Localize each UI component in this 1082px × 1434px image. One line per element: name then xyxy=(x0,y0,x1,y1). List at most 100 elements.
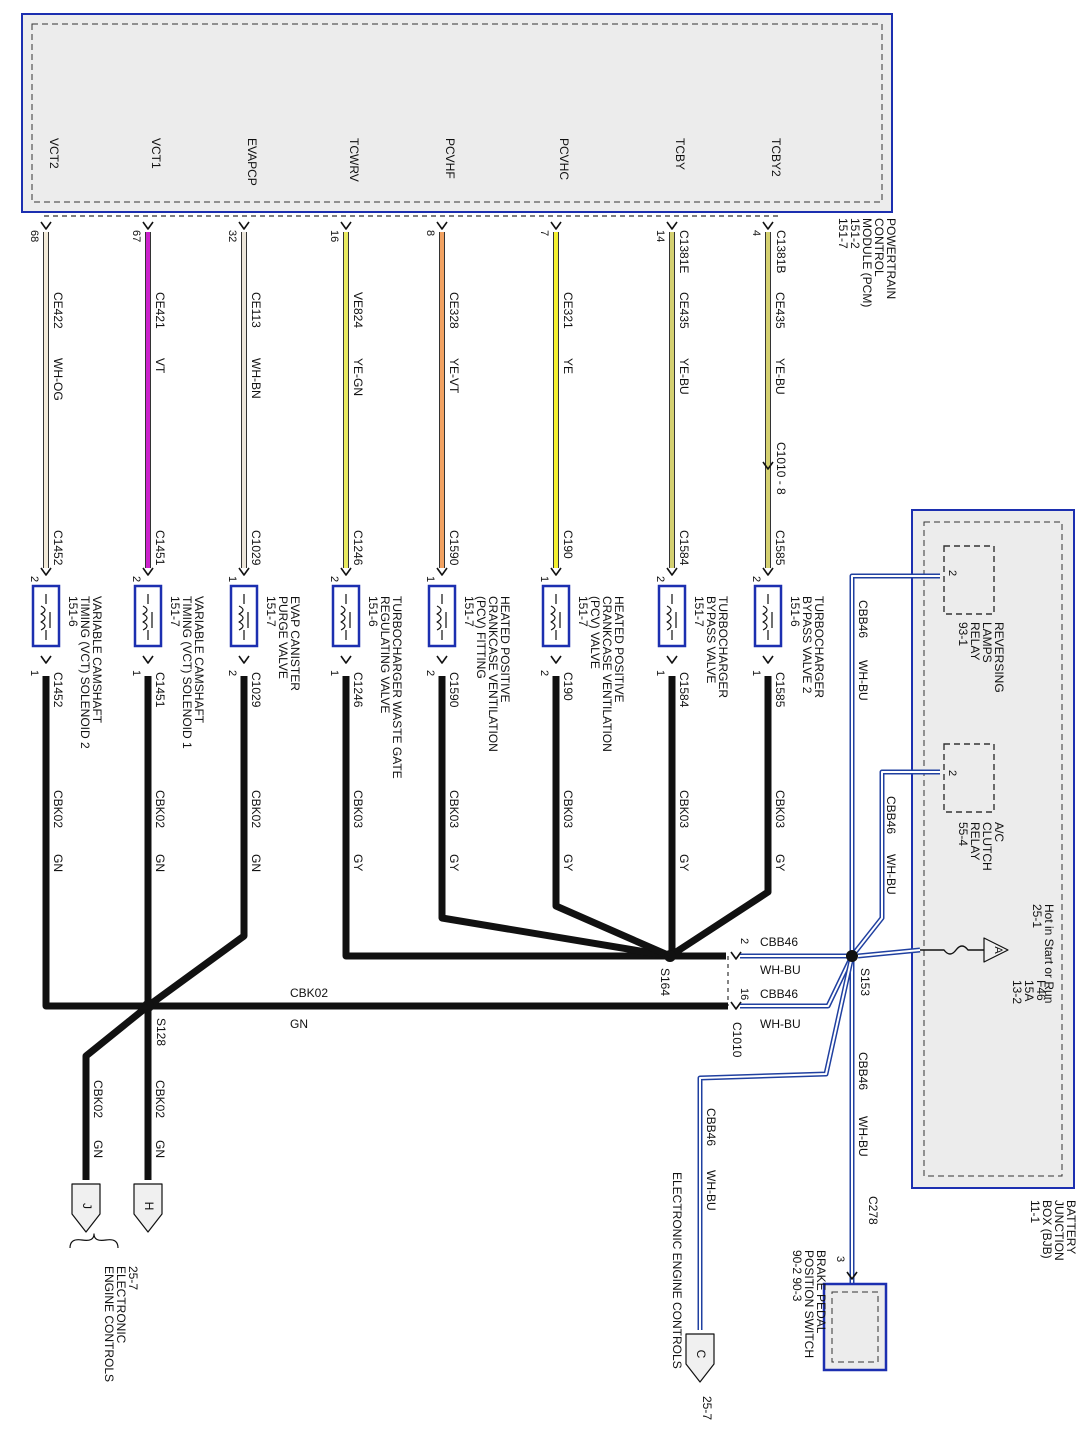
ground-wire-tcby2 xyxy=(668,676,772,959)
whbu-reversing-relay-stripe xyxy=(851,575,940,956)
pcm-title-line: CONTROL xyxy=(872,218,886,277)
circuit-pcvhf-comp-out-terminal xyxy=(436,655,448,664)
circuit-tcby2-comp-in-terminal xyxy=(762,567,774,576)
circuit-tcby2-component-desc-line: TURBOCHARGER xyxy=(812,596,826,698)
circuit-tcby2-color-label: YE-BU xyxy=(773,358,787,395)
ground-ref-text-line: ELECTRONIC xyxy=(114,1266,128,1344)
circuit-tcwrv-pin-out: 1 xyxy=(328,670,340,676)
ground-lead-j-circuit: CBK02 xyxy=(91,1080,105,1118)
bjb-fuse-label-line: 13-2 xyxy=(1010,980,1024,1004)
ground-wire-evapcp xyxy=(145,676,248,1009)
brake-switch-box xyxy=(822,1282,888,1372)
bjb-hot-label-line: 25-1 xyxy=(1030,904,1044,928)
brake-switch-inner xyxy=(831,1291,879,1363)
whbu-c1010-color-label: WH-BU xyxy=(760,1017,801,1031)
ac-clutch-relay-label-line: RELAY xyxy=(968,822,982,860)
circuit-vct1-color-label: VT xyxy=(153,358,167,374)
circuit-pcvhc-component-desc-line: (PCV) VALVE xyxy=(588,596,602,669)
circuit-pcvhc-comp-out-terminal xyxy=(550,655,562,664)
circuit-vct2-pin-in: 2 xyxy=(28,576,40,582)
circuit-pcvhc-component-desc-line: 151-7 xyxy=(576,596,590,627)
circuit-pcvhf-coil xyxy=(436,605,442,631)
circuit-tcwrv-coil xyxy=(340,605,346,631)
circuit-vct1-conn-lower: C1451 xyxy=(153,672,167,708)
circuit-pcvhc-comp-in-terminal xyxy=(550,567,562,576)
brake-switch-pin: 3 xyxy=(834,1256,846,1262)
pcm-title-line: POWERTRAIN xyxy=(884,218,898,299)
circuit-pcvhf-comp-in-terminal xyxy=(436,567,448,576)
whbu-eec-lead-outline xyxy=(697,955,855,1330)
ground-wire-tcwrv xyxy=(342,676,670,960)
circuit-evapcp-conn-lower: C1029 xyxy=(249,672,263,708)
ac-clutch-relay-label-line: 55-4 xyxy=(956,822,970,846)
circuit-pcvhf-conn-lower: C1590 xyxy=(447,672,461,708)
circuit-pcvhf-pcm-terminal xyxy=(436,221,448,230)
circuit-tcwrv-comp-out-terminal xyxy=(340,655,352,664)
circuit-tcby2-component-desc-line: 151-6 xyxy=(788,596,802,627)
circuit-pcvhf-component-desc-line: 151-7 xyxy=(462,596,476,627)
eec-lead-label: ELECTRONIC ENGINE CONTROLS xyxy=(670,1172,684,1369)
reversing-lamps-relay-label-line: RELAY xyxy=(968,622,982,660)
circuit-tcby-pcm-terminal xyxy=(666,221,678,230)
bjb-box xyxy=(911,509,1075,1189)
circuit-pcvhc-pin-in: 1 xyxy=(538,576,550,582)
eec-lead-tag xyxy=(685,1333,715,1383)
c1010-pin-upper-terminal xyxy=(730,951,742,960)
circuit-evapcp-comp-out-terminal xyxy=(238,655,250,664)
splice-s128-circuit-label: CBK02 xyxy=(290,986,328,1000)
circuit-pcvhf-pin-in: 1 xyxy=(424,576,436,582)
circuit-pcvhf-ground-circuit: CBK03 xyxy=(447,790,461,828)
circuit-tcby-pin-in: 2 xyxy=(654,576,666,582)
c1010-label: C1010 xyxy=(730,1022,744,1058)
circuit-tcby-pcm-pin: 14 xyxy=(654,230,666,242)
circuit-tcwrv-conn-lower: C1246 xyxy=(351,672,365,708)
brake-circuit-label: CBB46 xyxy=(856,1052,870,1090)
pcm-title-line: 151-2 xyxy=(848,218,862,249)
whbu-ac-color-label: WH-BU xyxy=(884,854,898,895)
brake-color-label: WH-BU xyxy=(856,1116,870,1157)
circuit-vct1-pin-in: 2 xyxy=(130,576,142,582)
ground-wire-pcvhf xyxy=(438,676,671,960)
brake-switch-label-line: BRAKE PEDAL xyxy=(814,1250,828,1334)
circuit-pcvhc-pcm-terminal xyxy=(550,221,562,230)
bjb-inner-border xyxy=(923,521,1063,1177)
circuit-tcby2-comp-out-terminal xyxy=(762,655,774,664)
circuit-vct2-conn-upper: C1452 xyxy=(51,530,65,566)
circuit-tcwrv-ground-color: GY xyxy=(351,854,365,871)
circuit-pcvhc-conn-lower: C190 xyxy=(561,672,575,701)
circuit-vct2-color-label: WH-OG xyxy=(51,358,65,401)
circuit-tcwrv-color-label: YE-GN xyxy=(351,358,365,396)
bjb-title-line: JUNCTION xyxy=(1052,1200,1066,1261)
circuit-vct1-ground-circuit: CBK02 xyxy=(153,790,167,828)
circuit-vct2-ground-color: GN xyxy=(51,854,65,872)
pcm-connector-b-label: C1381E xyxy=(677,230,691,273)
splice-s164-dot xyxy=(664,950,676,962)
circuit-tcby-coil xyxy=(666,605,672,631)
circuit-vct1-conn-upper: C1451 xyxy=(153,530,167,566)
circuit-evapcp-circuit-label: CE113 xyxy=(249,292,263,328)
whbu-c1010-link-stripe xyxy=(740,955,853,1007)
bjb-title-line: BATTERY xyxy=(1064,1200,1078,1254)
circuit-tcby2-pcm-pin: 4 xyxy=(750,230,762,236)
circuit-vct1-comp-in-terminal xyxy=(142,567,154,576)
circuit-evapcp-comp-in-terminal xyxy=(238,567,250,576)
ground-ref-text-line: 25-7 xyxy=(126,1266,140,1290)
splice-s153-label: S153 xyxy=(858,968,872,996)
eec-circuit-label: CBB46 xyxy=(704,1108,718,1146)
circuit-vct1-signal: VCT1 xyxy=(149,138,163,169)
inline-connector-c1010-terminal xyxy=(762,461,774,470)
circuit-tcwrv-conn-upper: C1246 xyxy=(351,530,365,566)
circuit-tcwrv-component-desc-line: TURBOCHARGER WASTE GATE xyxy=(390,596,404,779)
whbu-eec-lead-stripe xyxy=(699,955,853,1330)
circuit-pcvhc-circuit-label: CE321 xyxy=(561,292,575,329)
eec-color-label: WH-BU xyxy=(704,1170,718,1211)
circuit-vct2-conn-lower: C1452 xyxy=(51,672,65,708)
c1010-pin-lower-terminal xyxy=(730,1001,742,1010)
eec-lead-ref: 25-7 xyxy=(700,1396,714,1420)
circuit-tcby2-pcm-terminal xyxy=(762,221,774,230)
whbu-c1010-circuit-label: CBB46 xyxy=(760,987,798,1001)
ground-wire-vct2 xyxy=(42,676,148,1010)
circuit-pcvhf-color-label: YE-VT xyxy=(447,358,461,394)
pcm-inner-border xyxy=(31,23,883,203)
